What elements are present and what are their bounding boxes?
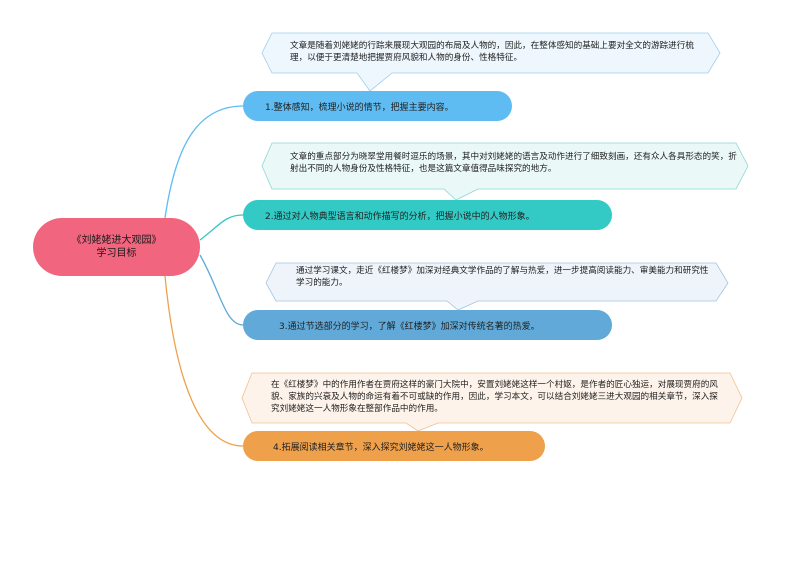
note-callout-3 [265,262,729,311]
branch-3[interactable]: 3.通过节选部分的学习，了解《红楼梦》加深对传统名著的热爱。 [243,310,612,340]
connector-root-branch-4 [164,275,244,447]
note-4: 在《红楼梦》中的作用作者在贾府这样的豪门大院中，安置刘姥姥这样一个村妪，是作者的… [271,380,718,414]
note-3: 通过学习课文，走近《红楼梦》加深对经典文学作品的了解与热爱，进一步提高阅读能力、… [296,266,709,288]
branch-1[interactable]: 1.整体感知，梳理小说的情节，把握主要内容。 [243,91,512,121]
note-callout-2 [261,142,749,201]
root-topic[interactable]: 《刘姥姥进大观园》 学习目标 [33,218,200,276]
branch-4[interactable]: 4.拓展阅读相关章节，深入探究刘姥姥这一人物形象。 [243,431,545,461]
note-2: 文章的重点部分为晓翠堂用餐时逗乐的场景，其中对刘姥姥的语言及动作进行了细致刻画，… [290,152,737,174]
root-subtitle: 学习目标 [96,248,137,259]
branch-2[interactable]: 2.通过对人物典型语言和动作描写的分析，把握小说中的人物形象。 [243,200,612,230]
note-1: 文章是随着刘姥姥的行踪来展现大观园的布局及人物的，因此，在整体感知的基础上要对全… [290,41,694,63]
connector-root-branch-3 [199,254,244,326]
note-callout-1 [261,32,721,92]
connector-root-branch-2 [199,214,244,241]
note-callout-4 [241,372,743,432]
root-title: 《刘姥姥进大观园》 [71,235,162,246]
connector-root-branch-1 [164,105,244,219]
